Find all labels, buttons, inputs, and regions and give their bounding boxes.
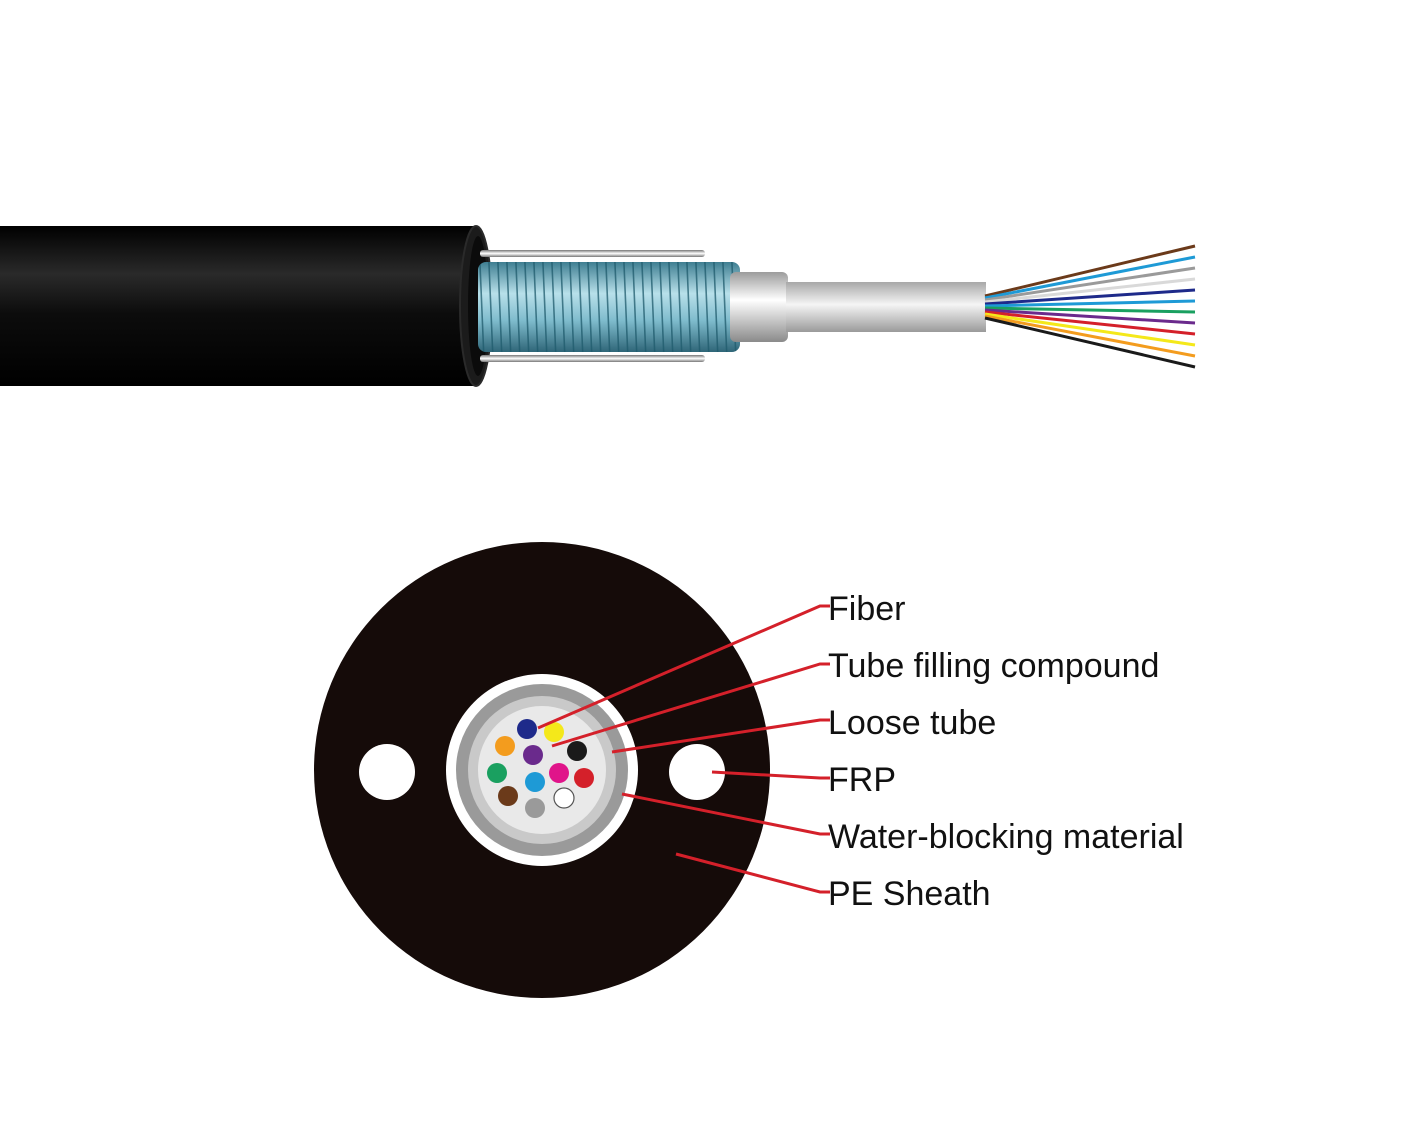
fiber-strand [984, 299, 1196, 308]
fiber-strand [984, 266, 1196, 302]
fiber-strand [984, 314, 1196, 358]
callout-label: FRP [828, 761, 896, 799]
fiber-strand [984, 288, 1196, 306]
fiber-core [549, 763, 569, 783]
fiber-bundle [487, 719, 594, 818]
armor-tube-side [478, 262, 740, 352]
callout-frp: FRP [711, 761, 896, 799]
callout-fiber: Fiber [537, 590, 905, 730]
callout-loose-tube: Loose tube [611, 704, 996, 754]
fiber-core [495, 736, 515, 756]
leader-line [621, 792, 830, 836]
steel-wires-side [480, 250, 705, 362]
leader-line [675, 852, 830, 894]
frp-rod-right [669, 744, 725, 800]
fiber-core [525, 798, 545, 818]
fiber-strand [984, 316, 1196, 369]
fiber-strand [984, 310, 1196, 336]
fiber-strand [984, 277, 1196, 304]
callout-label: Water-blocking material [828, 818, 1184, 856]
callout-label: Loose tube [828, 704, 996, 742]
callout-tube-filling-compound: Tube filling compound [551, 647, 1159, 748]
fiber-core [523, 745, 543, 765]
cable-cross-section [314, 542, 770, 998]
fiber-strand [984, 255, 1196, 300]
callout-label: Tube filling compound [828, 647, 1159, 685]
pe-sheath-side [0, 225, 493, 387]
leader-line [611, 718, 830, 754]
fiber-core [525, 772, 545, 792]
fiber-fan [984, 244, 1196, 369]
loose-tube-side [786, 282, 986, 332]
callouts: Fiber Tube filling compound Loose tube F… [537, 590, 1184, 913]
leader-line [551, 662, 830, 748]
frp-rod-left [359, 744, 415, 800]
fiber-core [517, 719, 537, 739]
fiber-core [544, 722, 564, 742]
fiber-strand [984, 306, 1196, 314]
water-blocking-collar [730, 272, 788, 342]
fiber-strand [984, 244, 1196, 298]
fiber-core [574, 768, 594, 788]
fiber-strand [984, 308, 1196, 325]
fiber-core [498, 786, 518, 806]
cable-side-view [0, 225, 1196, 387]
fiber-core [553, 787, 575, 809]
fiber-strand [984, 312, 1196, 347]
callout-pe-sheath: PE Sheath [675, 852, 991, 913]
leader-line [537, 604, 830, 730]
callout-label: Fiber [828, 590, 905, 628]
fiber-core [487, 763, 507, 783]
fiber-core [567, 741, 587, 761]
callout-water-blocking-material: Water-blocking material [621, 792, 1184, 856]
leader-line [711, 770, 830, 780]
callout-label: PE Sheath [828, 875, 991, 913]
